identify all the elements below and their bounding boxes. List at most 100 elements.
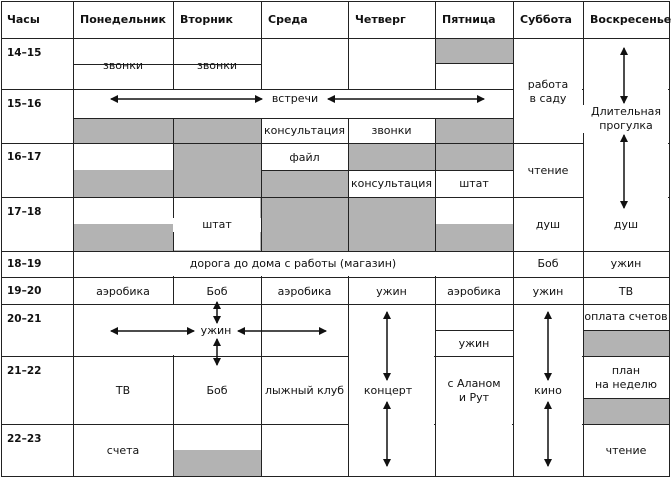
grid-vline (1, 1, 2, 477)
activity-concert: концерт (358, 384, 418, 398)
grid-hline (435, 63, 513, 64)
activity-shower: душ (606, 218, 646, 232)
grid-hline (583, 330, 669, 331)
time-slot: 15–16 (7, 98, 42, 110)
time-slot: 18–19 (7, 258, 42, 270)
activity-shower: душ (535, 218, 561, 231)
header-day-monday: Понедельник (80, 13, 166, 26)
activity-consultation: консультация (350, 177, 433, 190)
activity-reading: чтение (605, 444, 647, 457)
merged-cell-mask (74, 425, 172, 475)
shaded-block (348, 143, 513, 170)
merged-cell-mask (174, 357, 260, 423)
activity-staff: штат (459, 177, 489, 190)
time-slot: 20–21 (7, 313, 42, 325)
activity-consultation: консультация (263, 124, 346, 137)
header-day-thursday: Четверг (355, 13, 406, 26)
grid-hline (435, 330, 513, 331)
activity-dinner: ужин (610, 257, 642, 270)
grid-hline (1, 89, 670, 90)
grid-hline (583, 398, 669, 399)
activity-aerobics: аэробика (96, 285, 150, 298)
grid-hline (1, 143, 670, 144)
activity-ski-club: лыжный клуб (264, 384, 345, 397)
grid-vline (348, 1, 349, 477)
grid-hline (1, 251, 670, 252)
time-slot: 16–17 (7, 151, 42, 163)
merged-cell-mask (262, 425, 347, 475)
grid-hline (73, 118, 513, 119)
header-day-wednesday: Среда (268, 13, 308, 26)
grid-hline (73, 64, 261, 65)
shaded-block (73, 170, 173, 197)
time-slot: 22–23 (7, 433, 42, 445)
shaded-block (435, 119, 513, 143)
activity-staff: штат (173, 218, 261, 232)
grid-hline (1, 356, 670, 357)
grid-hline (1, 304, 670, 305)
merged-cell-mask (74, 252, 512, 276)
activity-cinema: кино (528, 384, 568, 398)
time-slot: 17–18 (7, 206, 42, 218)
merged-cell-mask (436, 357, 512, 475)
header-day-sunday: Воскресенье (590, 13, 672, 26)
activity-dinner: ужин (532, 285, 564, 298)
activity-bills: счета (106, 444, 140, 457)
activity-tv: ТВ (115, 384, 131, 397)
merged-cell-mask (514, 39, 582, 142)
activity-meetings: встречи (265, 92, 325, 106)
time-slot: 19–20 (7, 285, 42, 297)
shaded-block (173, 450, 262, 476)
activity-bob: Боб (537, 257, 559, 270)
grid-hline (583, 424, 669, 425)
grid-hline (1, 38, 670, 39)
activity-calls: звонки (196, 59, 238, 72)
grid-vline (173, 1, 174, 477)
activity-pay-bills: оплата счетов (584, 310, 668, 323)
activity-garden-work: работа в саду (527, 78, 569, 105)
activity-dinner: ужин (196, 324, 236, 338)
grid-hline (1, 1, 670, 2)
shaded-block (583, 330, 669, 356)
activity-calls: звонки (371, 124, 412, 137)
header-day-friday: Пятница (442, 13, 496, 26)
grid-hline (1, 476, 670, 477)
shaded-block (435, 39, 513, 63)
grid-hline (1, 197, 670, 198)
grid-hline (1, 277, 670, 278)
activity-reading: чтение (527, 164, 569, 177)
shaded-block (73, 119, 261, 143)
grid-hline (261, 170, 513, 171)
activity-tv: ТВ (618, 285, 634, 298)
header-day-tuesday: Вторник (180, 13, 233, 26)
shaded-block (583, 398, 669, 424)
activity-long-walk: Длительная прогулка (583, 105, 669, 133)
grid-vline (513, 1, 514, 477)
activity-bob: Боб (206, 285, 228, 298)
grid-vline (261, 1, 262, 477)
activity-aerobics: аэробика (277, 285, 332, 298)
grid-hline (583, 356, 669, 357)
grid-hline (1, 424, 670, 425)
activity-aerobics: аэробика (447, 285, 501, 298)
activity-commute-home: дорога до дома с работы (магазин) (189, 257, 397, 270)
time-slot: 21–22 (7, 365, 42, 377)
header-hours: Часы (7, 13, 40, 26)
shaded-block (261, 170, 349, 197)
header-day-saturday: Суббота (520, 13, 572, 26)
activity-alan-and-ruth: с Аланом и Рут (447, 377, 501, 404)
shaded-block (73, 224, 173, 251)
activity-calls: звонки (102, 59, 144, 72)
grid-vline (73, 1, 74, 477)
grid-vline (583, 1, 584, 477)
time-slot: 14–15 (7, 47, 42, 59)
activity-weekly-plan: план на неделю (594, 364, 658, 391)
grid-vline (435, 1, 436, 477)
merged-cell-mask (174, 425, 260, 449)
activity-dinner: ужин (376, 285, 407, 298)
activity-file: файл (289, 151, 320, 164)
activity-dinner: ужин (458, 337, 490, 350)
shaded-block (435, 224, 513, 251)
